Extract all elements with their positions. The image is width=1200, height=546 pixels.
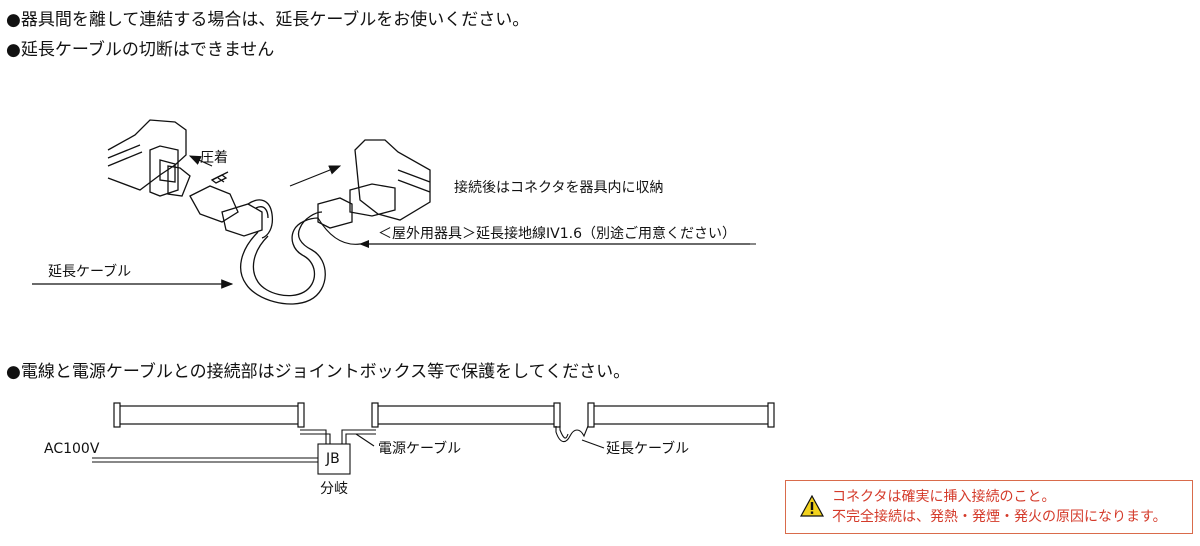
jb-label: JB [326, 451, 340, 467]
note-extension-cable: ●器具間を離して連結する場合は、延長ケーブルをお使いください。 [6, 10, 530, 30]
left-fixture [107, 119, 191, 197]
right-fixture [317, 139, 431, 229]
warning-icon [800, 495, 824, 517]
note-no-cutting: ●延長ケーブルの切断はできません [6, 40, 275, 60]
warning-line-2: 不完全接続は、発熱・発煙・発火の原因になります。 [832, 509, 1167, 525]
extension-cable-label-2: 延長ケーブル [606, 441, 690, 457]
tube-fixtures [113, 402, 775, 428]
warning-line-1: コネクタは確実に挿入接続のこと。 [832, 489, 1056, 505]
ground-wire-label: ＜屋外用器具＞延長接地線IV1.6（別途ご用意ください） [378, 226, 736, 242]
store-connector-label: 接続後はコネクタを器具内に収納 [454, 180, 664, 196]
ac100v-label: AC100V [44, 441, 100, 457]
power-cable-label: 電源ケーブル [378, 441, 462, 457]
crimp-label: 圧着 [200, 150, 228, 166]
warning-box: コネクタは確実に挿入接続のこと。 不完全接続は、発熱・発煙・発火の原因になります… [785, 480, 1193, 534]
extension-cable-label: 延長ケーブル [48, 264, 132, 280]
note-junction-box: ●電線と電源ケーブルとの接続部はジョイントボックス等で保護をしてください。 [6, 362, 631, 382]
branch-label: 分岐 [320, 481, 348, 497]
